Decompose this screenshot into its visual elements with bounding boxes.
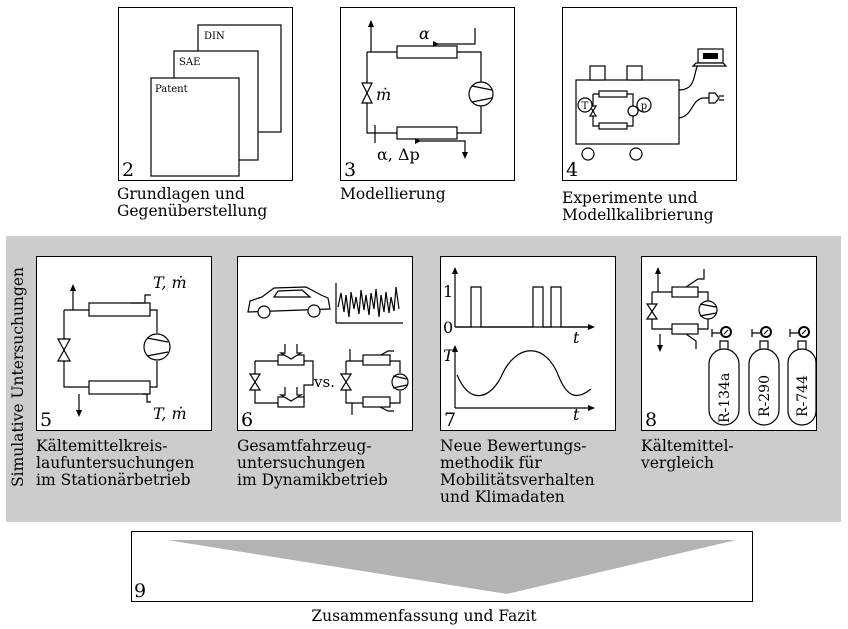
- panel-number: 7: [444, 409, 457, 431]
- pressure-sensor-label: p: [641, 101, 647, 112]
- time-axis-label-bottom: t: [573, 405, 580, 424]
- panel-number: 8: [645, 409, 658, 431]
- test-bench-illustration: T p: [575, 48, 728, 161]
- mass-flow-label: ṁ: [376, 85, 391, 104]
- refrigerant-label-2: R-290: [757, 375, 773, 417]
- panel-number: 2: [122, 159, 135, 181]
- panel-4: T p 4: [562, 7, 737, 181]
- inlet-state-label: T, ṁ: [153, 273, 187, 292]
- evaluation-method-plots: 1 0 t T t: [443, 267, 595, 424]
- temperature-curve: [456, 350, 592, 397]
- caption-2: Grundlagen und Gegenüberstellung: [117, 185, 268, 220]
- panel-number: 6: [241, 409, 254, 431]
- caption-3: Modellierung: [340, 185, 446, 203]
- refrigerant-circuit-model: α ṁ α, Δp: [361, 20, 494, 164]
- doc-label-din: DIN: [204, 31, 225, 42]
- alpha-label: α: [419, 24, 430, 43]
- panel-8: R-134a R-290 R-744 8: [641, 256, 817, 431]
- caption-5: Kältemittelkreis- laufuntersuchungen im …: [36, 437, 195, 489]
- panel-9: 9: [131, 531, 753, 602]
- outlet-state-label: T, ṁ: [153, 404, 187, 423]
- refrigerant-label-3: R-744: [795, 375, 811, 417]
- side-label: Simulative Untersuchungen: [9, 267, 27, 487]
- cylinder-3: [787, 348, 817, 426]
- panel-number: 9: [134, 580, 147, 602]
- caption-8: Kältemittel- vergleich: [641, 437, 734, 472]
- caption-4: Experimente und Modellkalibrierung: [562, 189, 714, 224]
- steady-state-circuit: T, ṁ T, ṁ: [56, 273, 187, 423]
- refrigerant-comparison: R-134a R-290 R-744: [645, 267, 817, 426]
- versus-label: vs.: [313, 373, 335, 391]
- dynamic-signal: [337, 286, 400, 318]
- alpha-deltap-label: α, Δp: [377, 145, 420, 164]
- panel-number: 4: [566, 159, 579, 181]
- doc-label-patent: Patent: [155, 84, 188, 95]
- cylinder-1: [708, 348, 740, 426]
- time-axis-label-top: t: [573, 328, 580, 347]
- y-label-zero: 0: [443, 318, 453, 337]
- panel-7: 1 0 t T t 7: [440, 256, 616, 431]
- refrigerant-label-1: R-134a: [717, 373, 733, 423]
- y-label-one: 1: [443, 282, 453, 301]
- temperature-sensor-label: T: [582, 101, 589, 112]
- panel-number: 3: [344, 159, 357, 181]
- documents-illustration: DIN SAE Patent: [150, 24, 282, 177]
- temperature-axis-label: T: [443, 346, 455, 365]
- pulse-signal: [455, 286, 589, 328]
- panel-5: T, ṁ T, ṁ 5: [36, 256, 212, 431]
- caption-9: Zusammenfassung und Fazit: [311, 607, 537, 625]
- panel-2: DIN SAE Patent 2: [118, 7, 293, 181]
- panel-3: α ṁ α, Δp 3: [340, 7, 515, 181]
- panel-number: 5: [40, 409, 53, 431]
- funnel-shape: [167, 540, 736, 594]
- car-body: [247, 286, 331, 313]
- doc-label-sae: SAE: [179, 57, 200, 68]
- cylinder-2: [748, 348, 780, 426]
- panel-6: vs. 6: [237, 256, 413, 431]
- patent-document: [150, 77, 240, 177]
- caption-6: Gesamtfahrzeug- untersuchungen im Dynami…: [237, 437, 388, 489]
- vehicle-dynamics-illustration: vs.: [247, 283, 409, 415]
- caption-7: Neue Bewertungs- methodik für Mobilitäts…: [440, 437, 595, 506]
